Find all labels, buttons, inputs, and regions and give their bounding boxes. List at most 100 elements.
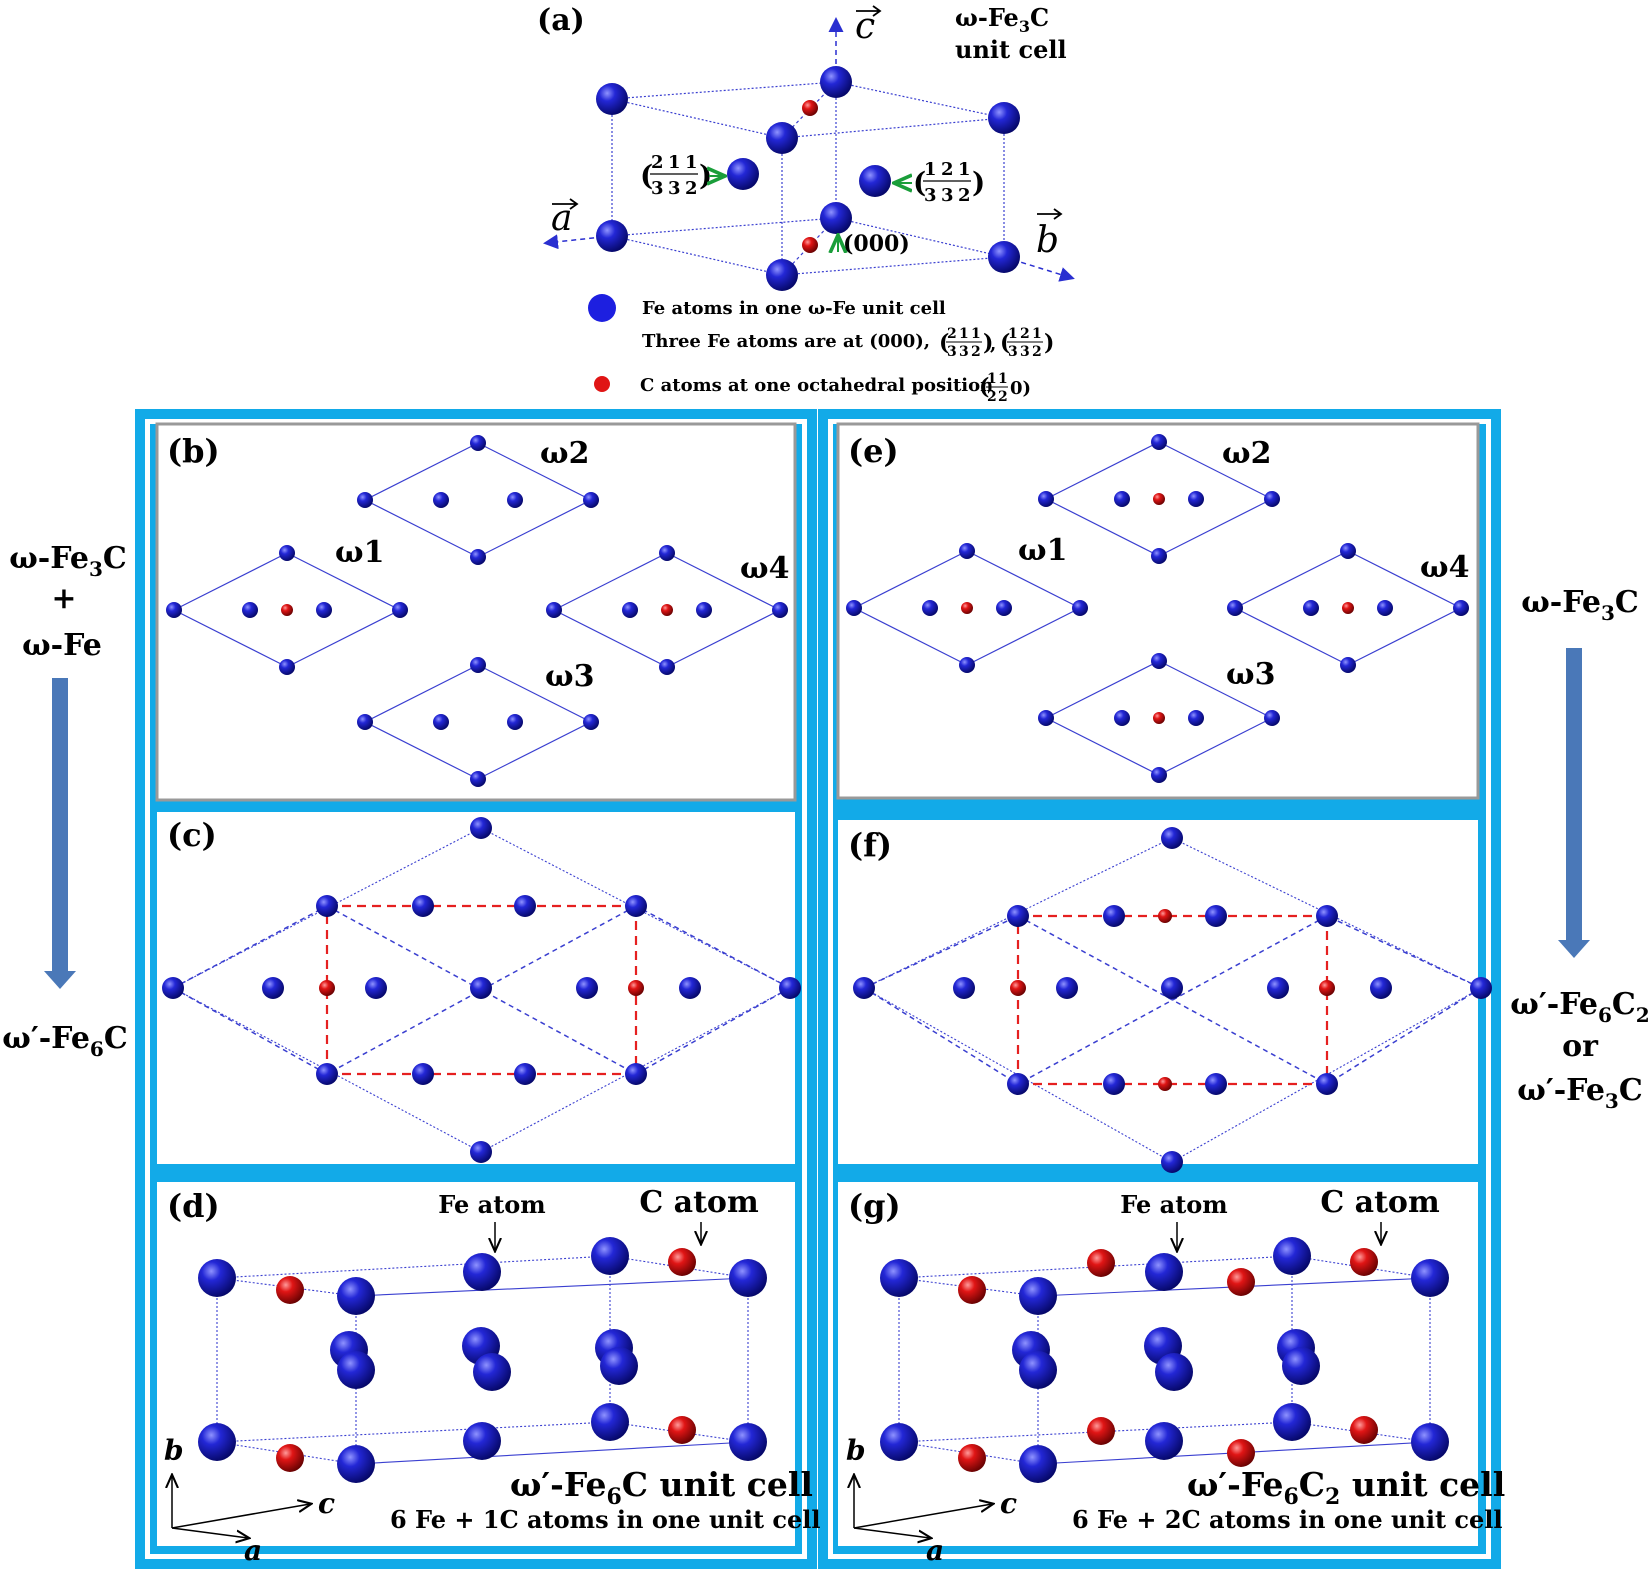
panel-c-lattice [162, 817, 801, 1163]
svg-text:2: 2 [947, 326, 957, 342]
fe-atom [922, 600, 938, 616]
fe-atom [583, 714, 599, 730]
fe-atom [625, 1063, 647, 1085]
right-down-arrow-shaft [1566, 648, 1582, 940]
c-atom [958, 1444, 986, 1472]
cell-edge [355, 1441, 749, 1465]
svg-text:3: 3 [959, 344, 969, 360]
svg-text:2: 2 [987, 389, 997, 405]
lattice-diagonal [1017, 915, 1328, 1085]
svg-text:2: 2 [941, 159, 954, 180]
left-omega-fe: ω-Fe [22, 628, 102, 663]
svg-text:3: 3 [1008, 344, 1018, 360]
fe-atom [1145, 1253, 1183, 1291]
panel-e: (e) ω1 ω2 ω3 ω4 [846, 432, 1469, 783]
unit-cell-edges [611, 81, 1005, 276]
svg-text:): ) [983, 330, 993, 356]
fe-atom [433, 714, 449, 730]
fe-atom [337, 1351, 375, 1389]
svg-text:(: ( [979, 374, 989, 400]
fe-atom [507, 714, 523, 730]
fe-atom [1007, 905, 1029, 927]
lattice-diagonal [1326, 987, 1482, 1085]
fe-atom [772, 602, 788, 618]
fe-atom-inner [727, 158, 759, 190]
fe-atom [357, 714, 373, 730]
panel-g-cell [880, 1237, 1449, 1483]
fe-atom [1038, 491, 1054, 507]
fe-atom [279, 545, 295, 561]
c-atom [1087, 1417, 1115, 1445]
svg-text:b: b [846, 1434, 866, 1467]
right-side-transform: ω-Fe3C ω′-Fe6C2 or ω′-Fe3C [1510, 585, 1649, 1113]
fe-atom [1227, 600, 1243, 616]
fe-atom [1038, 710, 1054, 726]
svg-text:2: 2 [1032, 344, 1042, 360]
svg-text:a: a [244, 1534, 262, 1567]
fe-atom [1303, 600, 1319, 616]
omega3-label: ω3 [1226, 657, 1275, 692]
svg-text:1: 1 [971, 326, 981, 342]
fe-atom [1019, 1445, 1057, 1483]
fe-atom [729, 1423, 767, 1461]
omega2-label: ω2 [540, 436, 589, 471]
fe-atom [357, 492, 373, 508]
fe-atom [1273, 1237, 1311, 1275]
left-down-arrow-shaft [52, 678, 68, 971]
axis-b-label: b [1036, 220, 1059, 261]
svg-text:1: 1 [998, 371, 1008, 387]
fe-atom [880, 1259, 918, 1297]
fe-atom [412, 1063, 434, 1085]
fe-atom [1205, 1073, 1227, 1095]
omega1-label: ω1 [1018, 533, 1067, 568]
fe-atom [1161, 827, 1183, 849]
left-start-label: ω-Fe3C [9, 541, 127, 581]
fe-atom [1072, 600, 1088, 616]
cell-edge [216, 1441, 357, 1465]
svg-text:0): 0) [1010, 378, 1031, 399]
fe-atom [591, 1237, 629, 1275]
fe-atom [583, 492, 599, 508]
axis-c-label: c [855, 6, 875, 47]
panel-f-label: (f) [848, 826, 892, 864]
c-atom [661, 604, 673, 616]
fe-atom [316, 1063, 338, 1085]
panel-d-label: (d) [167, 1187, 220, 1225]
panel-e-box [836, 422, 1480, 800]
fe-atom [880, 1423, 918, 1461]
fe-atom [1205, 905, 1227, 927]
legend-c-swatch [594, 376, 610, 392]
legend-c-text: C atoms at one octahedral position [640, 375, 993, 396]
fe-atom [316, 895, 338, 917]
fe-atom [546, 602, 562, 618]
right-result2-label: ω′-Fe3C [1517, 1073, 1642, 1113]
fe-atoms-a [596, 66, 1020, 291]
fe-atom [1151, 434, 1167, 450]
c-atom [1087, 1249, 1115, 1277]
fe-atom [198, 1259, 236, 1297]
c-atom [1010, 980, 1026, 996]
c-atom [1227, 1439, 1255, 1467]
fe-atom [1316, 1073, 1338, 1095]
fe-atom [1282, 1347, 1320, 1385]
fe-atom [1056, 977, 1078, 999]
fe-atom [162, 977, 184, 999]
fe-atom [953, 977, 975, 999]
c-atom [1158, 909, 1172, 923]
fe-atom [242, 602, 258, 618]
cell-edge [898, 1441, 1039, 1465]
omega3-label: ω3 [545, 659, 594, 694]
fe-atom [820, 66, 852, 98]
omega4-label: ω4 [1420, 550, 1469, 585]
svg-text:3: 3 [1020, 344, 1030, 360]
svg-text:(: ( [939, 330, 949, 356]
svg-text:(: ( [640, 159, 653, 192]
lattice-diagonal [635, 905, 791, 989]
fe-atom-inner [859, 165, 891, 197]
lattice-edge [1171, 837, 1482, 989]
svg-text:(: ( [913, 166, 926, 199]
c-atom [1153, 712, 1165, 724]
cell-edge [216, 1421, 611, 1443]
svg-text:,: , [990, 334, 996, 355]
